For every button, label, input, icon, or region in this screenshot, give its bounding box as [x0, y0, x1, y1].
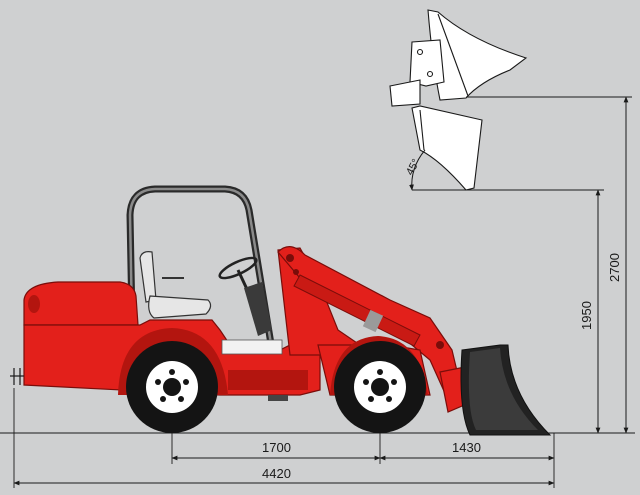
- wheel-loader: [10, 185, 552, 436]
- rear-wheel: [126, 341, 218, 433]
- raised-bucket-curled-position: [411, 105, 483, 191]
- front-overhang-value: 1430: [452, 440, 481, 455]
- rear-hitch: [10, 368, 24, 385]
- wheelbase-value: 1700: [262, 440, 291, 455]
- steering-wheel: [218, 256, 272, 336]
- engine-hood: [23, 281, 139, 326]
- dump-angle-label: 45°: [404, 157, 422, 177]
- loader-boom: [277, 246, 463, 401]
- lift-height-value: 1950: [579, 301, 594, 330]
- extension-lines: [13, 96, 632, 488]
- raised-bucket-dump-position: [389, 9, 528, 107]
- seat: [139, 251, 212, 319]
- overall-length-value: 4420: [262, 466, 291, 481]
- max-height-value: 2700: [607, 253, 622, 282]
- front-wheel: [334, 341, 426, 433]
